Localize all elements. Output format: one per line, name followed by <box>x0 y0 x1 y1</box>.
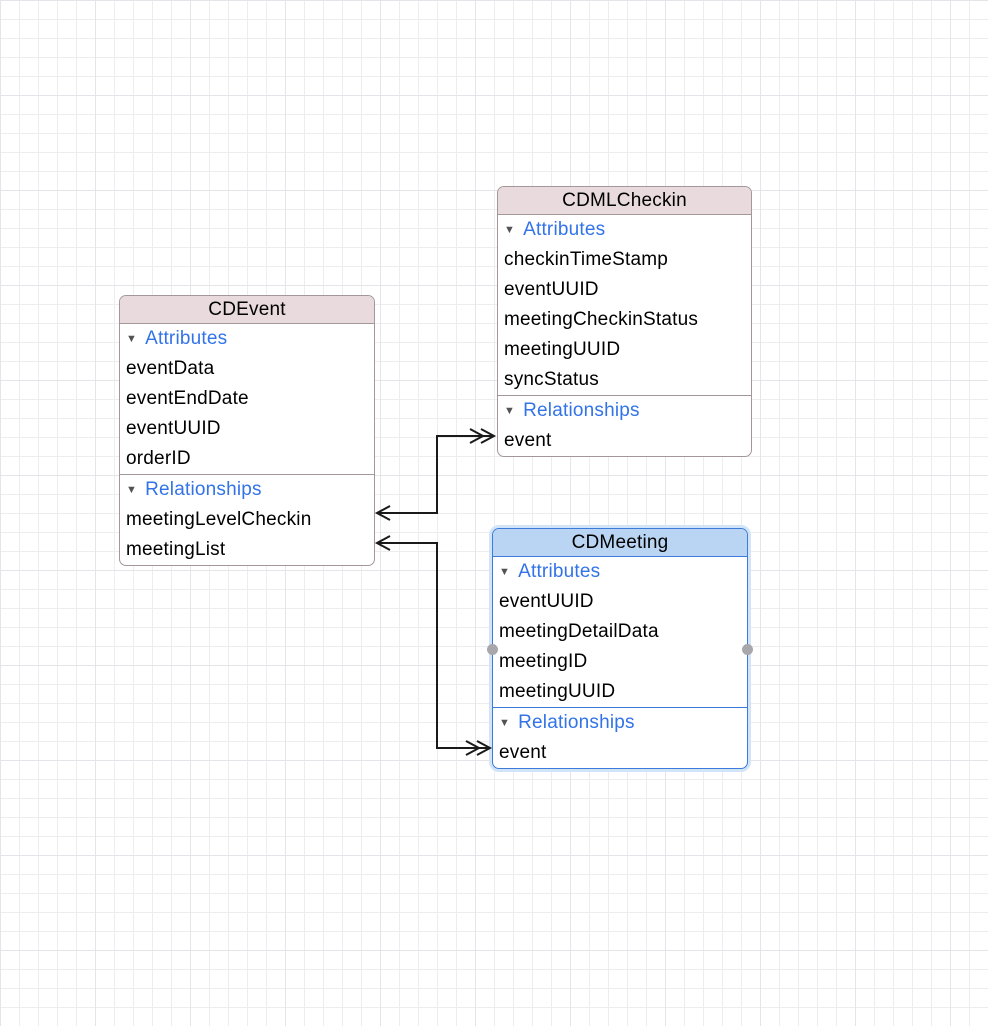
relationship-rows: event <box>498 426 751 456</box>
attribute-row[interactable]: syncStatus <box>504 369 599 390</box>
relationship-rows: meetingLevelCheckin meetingList <box>120 505 374 565</box>
selection-handle-left[interactable] <box>487 643 498 655</box>
attribute-row[interactable]: meetingUUID <box>499 681 616 702</box>
relationships-section: ▼ Relationships event <box>498 395 751 456</box>
attribute-row[interactable]: orderID <box>126 448 191 469</box>
relationships-label: Relationships <box>145 479 262 500</box>
attribute-row[interactable]: eventUUID <box>126 418 221 439</box>
relationship-rows: event <box>493 738 747 768</box>
relationships-label: Relationships <box>523 400 640 421</box>
attribute-rows: eventData eventEndDate eventUUID orderID <box>120 354 374 474</box>
relationships-section: ▼ Relationships event <box>493 707 747 768</box>
attribute-rows: checkinTimeStamp eventUUID meetingCheckinS… <box>498 245 751 395</box>
disclosure-triangle-icon[interactable]: ▼ <box>504 404 516 417</box>
arrowhead-icon <box>374 535 391 551</box>
attributes-section: ▼ Attributes eventData eventEndDate eventU… <box>120 324 374 474</box>
disclosure-triangle-icon[interactable]: ▼ <box>126 483 138 496</box>
relationship-row[interactable]: meetingLevelCheckin <box>126 509 312 530</box>
relationships-section-header[interactable]: ▼ Relationships <box>498 396 751 426</box>
attributes-label: Attributes <box>145 328 228 349</box>
attributes-section: ▼ Attributes eventUUID meetingDetailData m… <box>493 557 747 707</box>
attribute-row[interactable]: eventUUID <box>504 279 599 300</box>
attribute-row[interactable]: checkinTimeStamp <box>504 249 669 270</box>
attributes-label: Attributes <box>518 561 601 582</box>
attribute-row[interactable]: meetingID <box>499 651 588 672</box>
disclosure-triangle-icon[interactable]: ▼ <box>126 332 138 345</box>
attribute-row[interactable]: eventEndDate <box>126 388 249 409</box>
attributes-section-header[interactable]: ▼ Attributes <box>120 324 374 354</box>
attributes-section-header[interactable]: ▼ Attributes <box>493 557 747 587</box>
selection-handle-right[interactable] <box>742 643 753 655</box>
attribute-row[interactable]: meetingCheckinStatus <box>504 309 699 330</box>
relationships-section-header[interactable]: ▼ Relationships <box>493 708 747 738</box>
relationships-label: Relationships <box>518 712 635 733</box>
attribute-row[interactable]: eventUUID <box>499 591 594 612</box>
entity-cdmlcheckin[interactable]: CDMLCheckin ▼ Attributes checkinTimeStam… <box>497 186 752 457</box>
relationship-row[interactable]: meetingList <box>126 539 226 560</box>
attribute-rows: eventUUID meetingDetailData meetingID meeti… <box>493 587 747 707</box>
disclosure-triangle-icon[interactable]: ▼ <box>499 565 511 578</box>
entity-cdevent[interactable]: CDEvent ▼ Attributes eventData eventEndDa… <box>119 295 375 566</box>
attributes-label: Attributes <box>523 219 606 240</box>
entity-title[interactable]: CDEvent <box>120 296 374 324</box>
attributes-section: ▼ Attributes checkinTimeStamp eventUUID me… <box>498 215 751 395</box>
attribute-row[interactable]: meetingUUID <box>504 339 621 360</box>
disclosure-triangle-icon[interactable]: ▼ <box>504 223 516 236</box>
entity-title[interactable]: CDMeeting <box>493 529 747 557</box>
arrowhead-icon <box>469 428 486 444</box>
relationship-connection-line[interactable] <box>377 435 494 514</box>
arrowhead-icon <box>480 428 497 444</box>
attribute-row[interactable]: eventData <box>126 358 215 379</box>
relationship-connection-line[interactable] <box>377 542 490 749</box>
arrowhead-icon <box>465 740 482 756</box>
entity-cdmeeting[interactable]: CDMeeting ▼ Attributes eventUUID meetingD… <box>487 528 753 769</box>
arrowhead-icon <box>476 740 493 756</box>
relationship-row[interactable]: event <box>504 430 552 451</box>
disclosure-triangle-icon[interactable]: ▼ <box>499 716 511 729</box>
relationships-section-header[interactable]: ▼ Relationships <box>120 475 374 505</box>
arrowhead-icon <box>374 505 391 521</box>
relationship-row[interactable]: event <box>499 742 547 763</box>
entity-title[interactable]: CDMLCheckin <box>498 187 751 215</box>
attribute-row[interactable]: meetingDetailData <box>499 621 659 642</box>
attributes-section-header[interactable]: ▼ Attributes <box>498 215 751 245</box>
